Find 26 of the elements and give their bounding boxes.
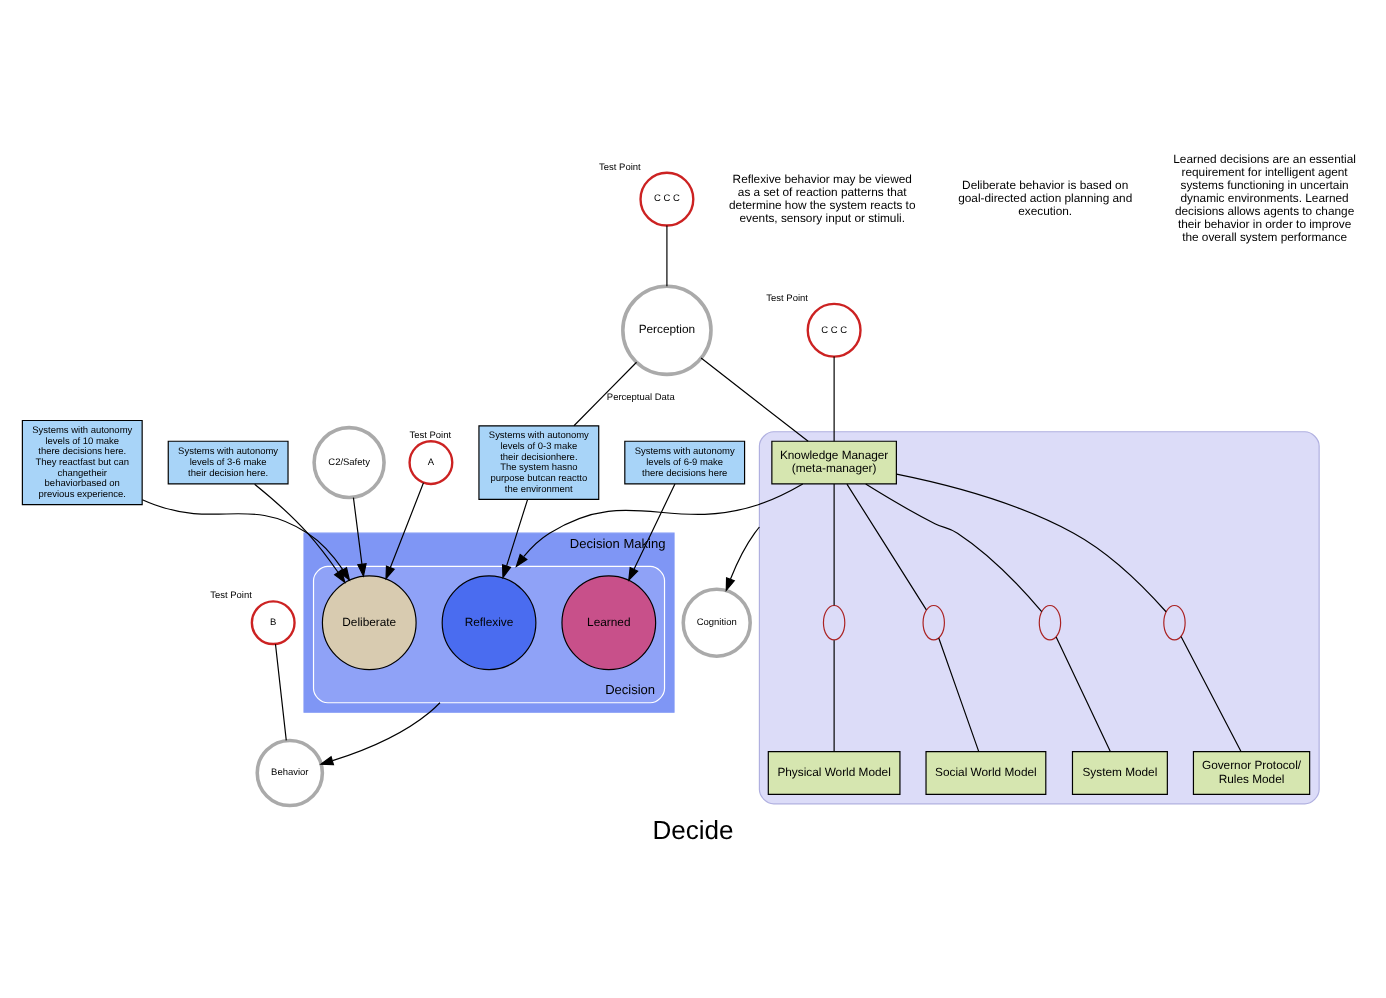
arrow [725,525,760,591]
connector [895,472,1167,612]
caption: Decide [652,813,734,844]
connector [573,360,638,426]
connector [938,636,980,751]
node-ellipse [1163,603,1186,640]
cluster [758,430,1320,804]
connector [1055,635,1111,752]
connector [666,223,668,286]
arrow [501,498,529,579]
node-ellipse [822,603,846,640]
node-ellipse [922,603,945,640]
connector [274,642,287,741]
connector [1180,634,1242,751]
node-ellipse [1038,603,1062,640]
connector [833,482,835,605]
arrow [319,701,441,765]
arrow [515,482,804,567]
arrow [628,482,676,581]
connector [833,638,835,752]
connector [846,482,927,610]
connector [700,356,809,441]
connector [833,354,835,441]
arrow [385,481,425,580]
connector [865,482,1043,612]
arrow [352,496,367,577]
